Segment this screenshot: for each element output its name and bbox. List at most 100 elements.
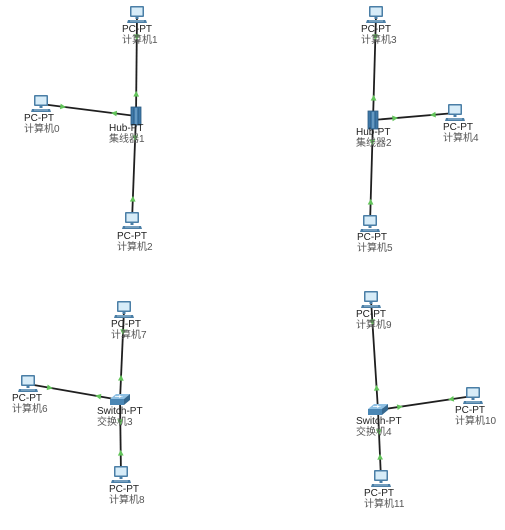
link-pc8-sw3[interactable] <box>119 399 122 476</box>
node-model: PC-PT <box>109 484 139 495</box>
link-pc5-hub2[interactable] <box>369 119 374 225</box>
node-label: Hub-PT 集线器2 <box>356 127 392 149</box>
link-light-pc0 <box>59 103 66 110</box>
pc-monitor-icon <box>360 215 380 232</box>
hub-node-2[interactable]: Hub-PT 集线器2 <box>356 110 392 149</box>
node-label: PC-PT 计算机8 <box>109 484 145 506</box>
link-light-pc7 <box>120 329 127 336</box>
node-model: PC-PT <box>117 231 147 242</box>
node-label: PC-PT 计算机4 <box>443 122 479 144</box>
link-light-pc8 <box>117 449 124 456</box>
node-name: 交换机3 <box>97 417 133 428</box>
node-name: 计算机5 <box>357 243 393 254</box>
node-label: PC-PT 计算机7 <box>111 319 147 341</box>
link-light-pc2 <box>129 195 136 202</box>
link-light-sw3 <box>117 374 124 381</box>
link-light-sw4 <box>373 384 380 391</box>
link-pc10-sw4[interactable] <box>377 395 474 411</box>
node-name: 计算机2 <box>117 242 153 253</box>
node-name: 计算机10 <box>455 416 497 427</box>
switch-node-4[interactable]: Switch-PT 交换机4 <box>356 404 402 438</box>
node-name: 集线器2 <box>356 138 392 149</box>
node-label: PC-PT 计算机2 <box>117 231 153 253</box>
link-light-sw3 <box>117 419 124 426</box>
pc-node-1[interactable]: PC-PT 计算机1 <box>122 6 158 46</box>
pc-node-10[interactable]: PC-PT 计算机10 <box>455 387 496 427</box>
node-model: PC-PT <box>361 24 391 35</box>
link-light-hub2 <box>370 94 377 101</box>
pc-node-5[interactable]: PC-PT 计算机5 <box>357 215 393 254</box>
pc-node-4[interactable]: PC-PT 计算机4 <box>443 104 479 144</box>
link-light-hub1 <box>111 110 118 117</box>
node-name: 交换机4 <box>356 427 392 438</box>
pc-monitor-icon <box>445 104 465 121</box>
node-model: PC-PT <box>122 24 152 35</box>
link-pc9-sw4[interactable] <box>370 299 379 411</box>
node-label: Hub-PT 集线器1 <box>109 123 145 145</box>
node-name: 计算机0 <box>24 124 60 135</box>
switch-node-3[interactable]: Switch-PT 交换机3 <box>97 394 143 428</box>
node-model: PC-PT <box>356 309 386 320</box>
link-light-pc5 <box>367 198 374 205</box>
pc-monitor-icon <box>127 6 147 23</box>
node-model: PC-PT <box>455 405 485 416</box>
node-model: Switch-PT <box>97 406 143 417</box>
link-light-pc10 <box>448 395 455 402</box>
link-pc6-sw3[interactable] <box>27 383 121 401</box>
switch-icon <box>368 404 388 415</box>
pc-node-9[interactable]: PC-PT 计算机9 <box>356 291 392 331</box>
link-light-hub1 <box>132 135 139 142</box>
link-light-hub1 <box>133 90 140 97</box>
node-label: PC-PT 计算机3 <box>361 24 397 46</box>
hub-node-1[interactable]: Hub-PT 集线器1 <box>109 106 145 145</box>
link-light-pc6 <box>46 384 53 391</box>
node-name: 计算机8 <box>109 495 145 506</box>
link-pc3-hub2[interactable] <box>372 14 377 121</box>
hub-icon <box>367 110 379 130</box>
link-light-pc9 <box>369 319 376 326</box>
pc-monitor-icon <box>18 375 38 392</box>
pc-node-6[interactable]: PC-PT 计算机6 <box>12 375 48 415</box>
node-name: 计算机11 <box>364 499 405 510</box>
pc-node-3[interactable]: PC-PT 计算机3 <box>361 6 397 46</box>
node-label: PC-PT 计算机10 <box>455 405 496 427</box>
node-name: 计算机6 <box>12 404 48 415</box>
pc-node-8[interactable]: PC-PT 计算机8 <box>109 466 145 506</box>
link-pc11-sw4[interactable] <box>377 409 382 480</box>
link-pc2-hub1[interactable] <box>131 115 137 222</box>
node-name: 集线器1 <box>109 134 145 145</box>
node-model: PC-PT <box>364 488 394 499</box>
node-model: PC-PT <box>12 393 42 404</box>
link-light-sw3 <box>95 393 102 400</box>
pc-monitor-icon <box>114 301 134 318</box>
node-name: 计算机4 <box>443 133 479 144</box>
pc-node-0[interactable]: PC-PT 计算机0 <box>24 95 60 135</box>
node-label: PC-PT 计算机5 <box>357 232 393 254</box>
link-light-sw4 <box>375 429 382 436</box>
pc-node-2[interactable]: PC-PT 计算机2 <box>117 212 153 253</box>
link-pc4-hub2[interactable] <box>372 112 456 121</box>
node-model: Hub-PT <box>356 127 391 138</box>
node-model: PC-PT <box>443 122 473 133</box>
node-name: 计算机1 <box>122 35 158 46</box>
node-label: PC-PT 计算机11 <box>364 488 404 510</box>
pc-node-11[interactable]: PC-PT 计算机11 <box>364 470 404 510</box>
pc-monitor-icon <box>463 387 483 404</box>
link-light-pc4 <box>429 111 436 118</box>
node-model: Switch-PT <box>356 416 402 427</box>
link-light-sw4 <box>396 404 403 411</box>
node-model: PC-PT <box>111 319 141 330</box>
link-light-pc11 <box>377 453 384 460</box>
link-pc0-hub1[interactable] <box>40 103 137 117</box>
node-name: 计算机3 <box>361 35 397 46</box>
link-pc7-sw3[interactable] <box>119 309 125 401</box>
node-label: PC-PT 计算机1 <box>122 24 158 46</box>
switch-icon <box>110 394 130 405</box>
link-light-hub2 <box>369 139 376 146</box>
node-label: PC-PT 计算机0 <box>24 113 60 135</box>
link-pc1-hub1[interactable] <box>135 14 138 117</box>
pc-node-7[interactable]: PC-PT 计算机7 <box>111 301 147 341</box>
link-light-pc3 <box>372 34 379 41</box>
